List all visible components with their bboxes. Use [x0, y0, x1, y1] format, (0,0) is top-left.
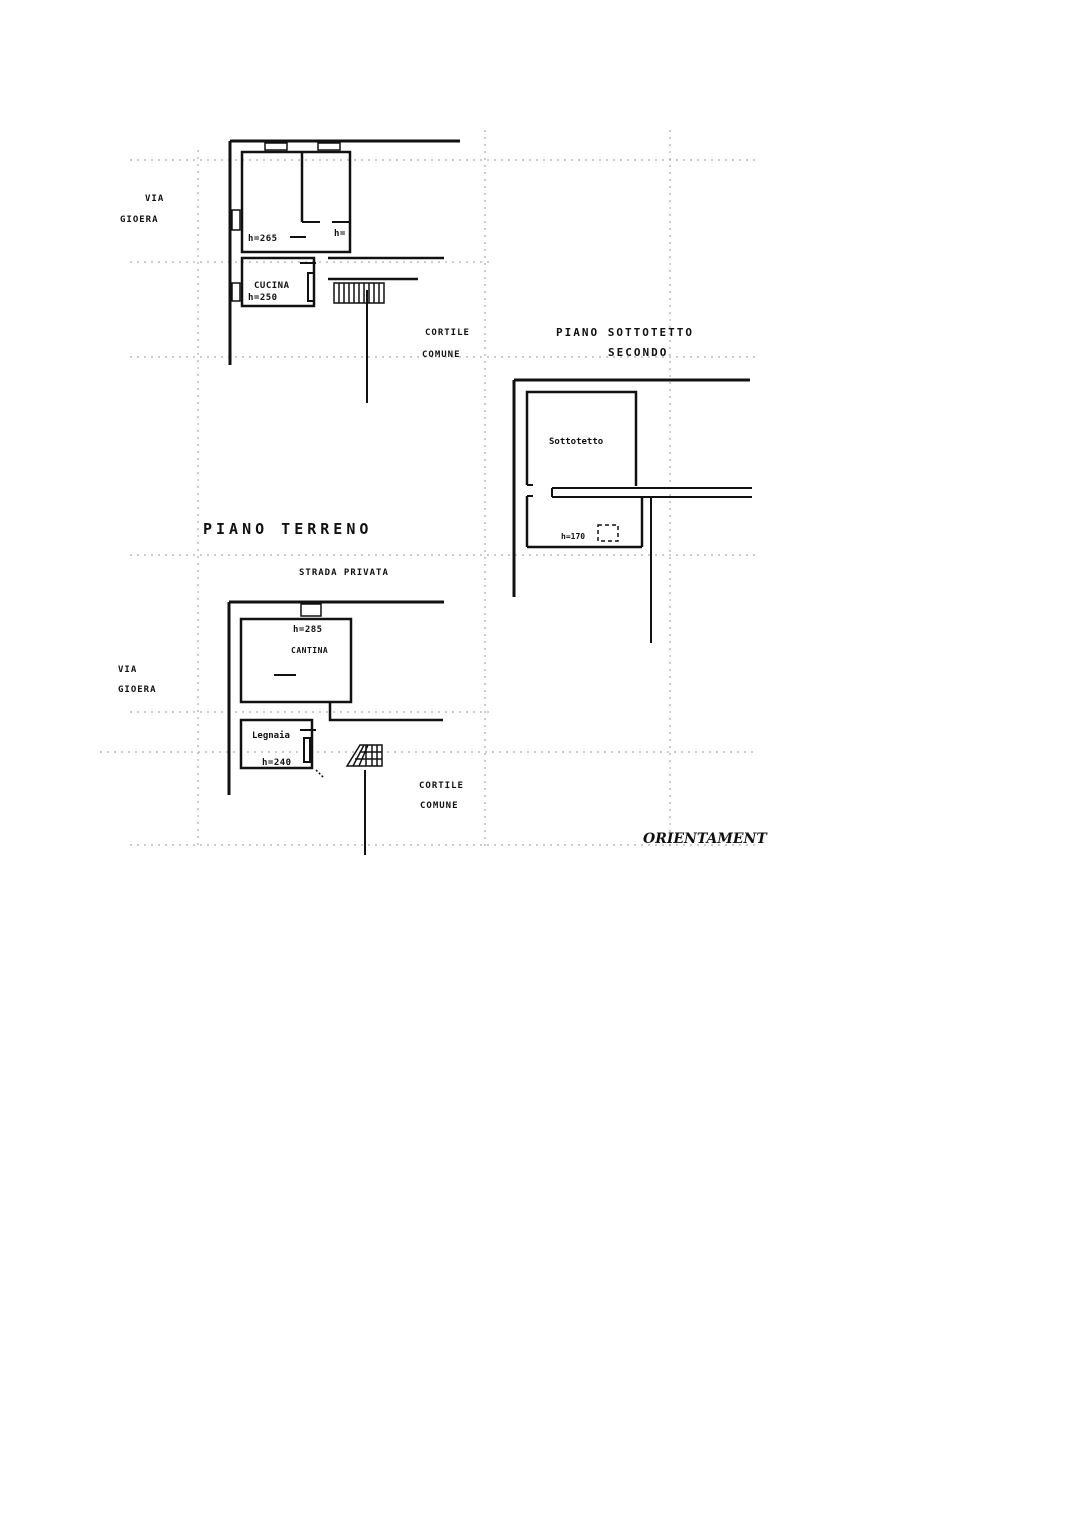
- ground-title: PIANO TERRENO: [203, 520, 372, 538]
- upper-courtyard-line2: COMUNE: [422, 350, 461, 360]
- orientation-label: ORIENTAMENT: [643, 831, 768, 847]
- upper-height-main: h=265: [248, 234, 278, 244]
- ground-street-label-line2: GIOERA: [118, 685, 157, 695]
- cellar-height: h=285: [293, 625, 323, 635]
- attic-hatch: [597, 524, 619, 542]
- woodshed-label: Legnaia: [252, 730, 290, 741]
- ground-courtyard-line2: COMUNE: [420, 801, 459, 811]
- kitchen-height: h=250: [248, 293, 278, 303]
- kitchen-label: CUCINA: [254, 281, 290, 291]
- stair-hatching: [333, 282, 385, 304]
- attic-title-line2: SECONDO: [608, 346, 668, 359]
- upper-street-label-line2: GIOERA: [120, 215, 159, 225]
- scan-grid: [100, 130, 755, 850]
- ground-courtyard-line1: CORTILE: [419, 781, 464, 791]
- upper-height-bath: h=: [334, 229, 346, 239]
- attic-floor-plan: PIANO SOTTOTETTO SECONDO Sottotetto h=17…: [512, 326, 752, 643]
- ground-stair-hatching: [345, 744, 383, 767]
- ground-floor-plan: PIANO TERRENO STRADA PRIVATA VIA GIOERA …: [118, 520, 464, 855]
- attic-title-line1: PIANO SOTTOTETTO: [556, 326, 694, 339]
- cellar-label: CANTINA: [291, 646, 328, 655]
- upper-floor-plan: VIA GIOERA h=265 h= CUCINA h=250 CORTILE…: [120, 139, 470, 403]
- private-road-label: STRADA PRIVATA: [299, 568, 389, 578]
- attic-room-label: Sottotetto: [549, 437, 603, 447]
- ground-street-label-line1: VIA: [118, 665, 137, 675]
- woodshed-height: h=240: [262, 758, 292, 768]
- attic-height: h=170: [561, 532, 585, 541]
- upper-courtyard-line1: CORTILE: [425, 328, 470, 338]
- windows: [231, 142, 341, 302]
- upper-street-label-line1: VIA: [145, 194, 164, 204]
